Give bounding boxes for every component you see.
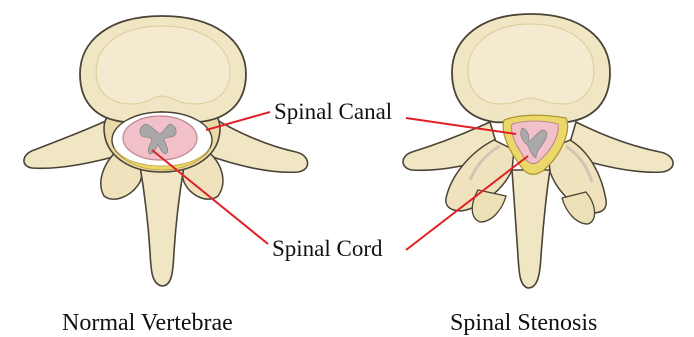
normal-vertebrae-caption: Normal Vertebrae: [62, 310, 233, 336]
normal-body-surface: [96, 26, 230, 104]
stenosis-right-lower-lobe: [562, 192, 595, 224]
spinal-stenosis-caption: Spinal Stenosis: [450, 310, 597, 336]
stenosis-spinous-process: [512, 170, 550, 288]
stenosis-vertebra: [403, 14, 673, 288]
spinal-cord-label: Spinal Cord: [272, 236, 383, 261]
normal-spinous-process: [140, 166, 184, 286]
stenosis-body-surface: [468, 24, 594, 104]
normal-vertebra: [24, 16, 308, 286]
spinal-canal-label: Spinal Canal: [274, 99, 392, 124]
